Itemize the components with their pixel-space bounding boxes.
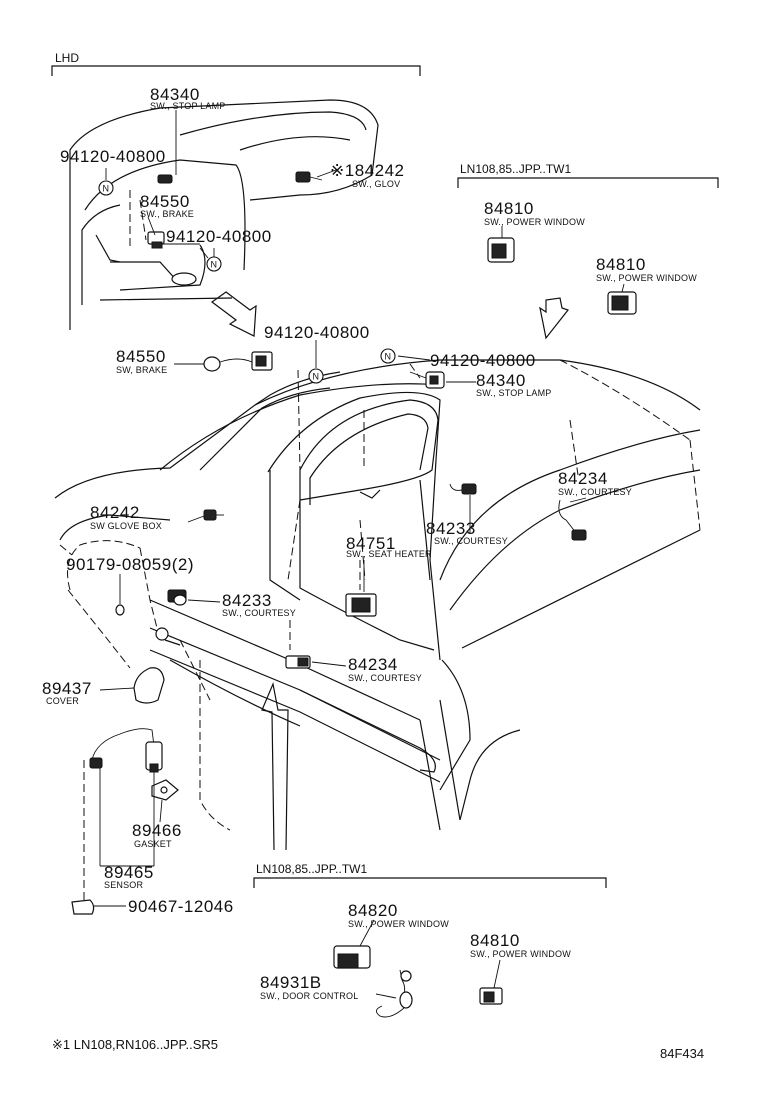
part-number: 84234 bbox=[348, 655, 398, 674]
part-label-94120-d: 94120-40800 bbox=[430, 351, 536, 370]
part-number: 84751 bbox=[346, 534, 396, 553]
part-label-94120-c: 94120-40800 bbox=[264, 323, 370, 342]
vehicle-body-drawing bbox=[54, 359, 701, 831]
part-label-84550-top: 84550 SW., BRAKE bbox=[140, 192, 194, 219]
part-number: 84820 bbox=[348, 901, 398, 920]
part-name: SW., COURTESY bbox=[222, 608, 296, 618]
part-name: SW GLOVE BOX bbox=[90, 521, 162, 531]
part-number: 89465 bbox=[104, 863, 154, 882]
part-label-84242-glove-box: 84242 SW GLOVE BOX bbox=[90, 503, 162, 531]
part-name: SW., GLOV bbox=[352, 179, 400, 189]
diagram-code: 84F434 bbox=[660, 1046, 704, 1061]
part-name: SW., POWER WINDOW bbox=[484, 217, 585, 227]
leader-lines bbox=[83, 168, 625, 999]
switch-parts bbox=[71, 237, 637, 1018]
part-number: 89466 bbox=[132, 821, 182, 840]
part-label-84751: 84751 SW., SEAT HEATER bbox=[346, 534, 432, 559]
dashboard-inset-drawing bbox=[69, 99, 379, 330]
svg-text:N: N bbox=[211, 260, 218, 270]
part-label-84810-b: 84810 SW., POWER WINDOW bbox=[596, 255, 697, 283]
group-bracket-tw1-bottom: LN108,85..JPP..TW1 bbox=[253, 862, 607, 888]
part-number: 94120-40800 bbox=[166, 227, 272, 246]
svg-text:N: N bbox=[103, 184, 110, 194]
part-label-90467: 90467-12046 bbox=[128, 897, 234, 916]
part-name: GASKET bbox=[134, 839, 172, 849]
part-label-84810-c: 84810 SW., POWER WINDOW bbox=[470, 931, 571, 959]
part-number: ※184242 bbox=[330, 161, 404, 180]
part-number: 84340 bbox=[150, 85, 200, 104]
part-label-94120-b: 94120-40800 bbox=[166, 227, 272, 246]
part-label-84242-glov: ※184242 SW., GLOV bbox=[330, 161, 404, 189]
part-label-84810-a: 84810 SW., POWER WINDOW bbox=[484, 199, 585, 227]
part-name: SW., STOP LAMP bbox=[150, 101, 226, 111]
group-label-tw1-bottom: LN108,85..JPP..TW1 bbox=[256, 862, 367, 876]
part-number: 84931B bbox=[260, 973, 322, 992]
part-name: SW., POWER WINDOW bbox=[470, 949, 571, 959]
part-number: 84234 bbox=[558, 469, 608, 488]
group-label-lhd: LHD bbox=[55, 51, 79, 65]
group-label-tw1-top: LN108,85..JPP..TW1 bbox=[460, 162, 571, 176]
nut-symbol-3: N bbox=[308, 368, 324, 384]
view-arrows bbox=[210, 291, 569, 851]
part-label-89466: 89466 GASKET bbox=[132, 821, 182, 849]
part-number: 84810 bbox=[596, 255, 646, 274]
part-number: 90467-12046 bbox=[128, 897, 234, 916]
part-number: 84233 bbox=[222, 591, 272, 610]
part-name: SW., BRAKE bbox=[140, 209, 194, 219]
part-number: 94120-40800 bbox=[264, 323, 370, 342]
part-label-84234-right: 84234 SW., COURTESY bbox=[558, 469, 632, 497]
part-name: SW., STOP LAMP bbox=[476, 388, 552, 398]
nut-symbol-4: N bbox=[380, 348, 396, 364]
part-label-84340-main: 84340 SW., STOP LAMP bbox=[476, 371, 552, 398]
part-name: SW., COURTESY bbox=[348, 673, 422, 683]
part-label-84550-main: 84550 SW, BRAKE bbox=[116, 347, 167, 375]
part-number: 84340 bbox=[476, 371, 526, 390]
part-number: 84242 bbox=[90, 503, 140, 522]
part-number: 94120-40800 bbox=[60, 147, 166, 166]
part-number: 84550 bbox=[140, 192, 190, 211]
part-label-84820: 84820 SW., POWER WINDOW bbox=[348, 901, 449, 929]
nut-symbol-2: N bbox=[206, 256, 222, 272]
part-number: 84550 bbox=[116, 347, 166, 366]
part-name: SW., SEAT HEATER bbox=[346, 549, 432, 559]
part-name: SW., DOOR CONTROL bbox=[260, 991, 358, 1001]
part-label-89437: 89437 COVER bbox=[42, 679, 92, 706]
part-number: 84233 bbox=[426, 519, 476, 538]
group-bracket-lhd: LHD bbox=[51, 51, 421, 76]
part-label-84234-left: 84234 SW., COURTESY bbox=[348, 655, 422, 683]
part-number: 89437 bbox=[42, 679, 92, 698]
part-label-84233-right: 84233 SW., COURTESY bbox=[426, 519, 508, 546]
part-label-84340-top: 84340 SW., STOP LAMP bbox=[150, 85, 226, 111]
part-name: SW., COURTESY bbox=[434, 536, 508, 546]
footnote: ※1 LN108,RN106..JPP..SR5 bbox=[52, 1037, 218, 1052]
part-number: 90179-08059(2) bbox=[66, 555, 194, 574]
part-name: COVER bbox=[46, 696, 79, 706]
part-name: SW., POWER WINDOW bbox=[596, 273, 697, 283]
part-name: SW., POWER WINDOW bbox=[348, 919, 449, 929]
part-label-94120-a: 94120-40800 bbox=[60, 147, 166, 166]
svg-text:N: N bbox=[385, 352, 392, 362]
part-number: 84810 bbox=[484, 199, 534, 218]
part-label-84931b: 84931B SW., DOOR CONTROL bbox=[260, 973, 358, 1001]
part-label-89465: 89465 SENSOR bbox=[104, 863, 154, 890]
svg-text:N: N bbox=[313, 372, 320, 382]
part-number: 94120-40800 bbox=[430, 351, 536, 370]
part-label-84233-left: 84233 SW., COURTESY bbox=[222, 591, 296, 618]
part-number: 84810 bbox=[470, 931, 520, 950]
nut-symbol-1: N bbox=[98, 180, 114, 196]
part-name: SW, BRAKE bbox=[116, 365, 167, 375]
part-name: SW., COURTESY bbox=[558, 487, 632, 497]
part-label-90179: 90179-08059(2) bbox=[66, 555, 194, 574]
part-name: SENSOR bbox=[104, 880, 144, 890]
group-bracket-tw1-top: LN108,85..JPP..TW1 bbox=[457, 162, 719, 188]
